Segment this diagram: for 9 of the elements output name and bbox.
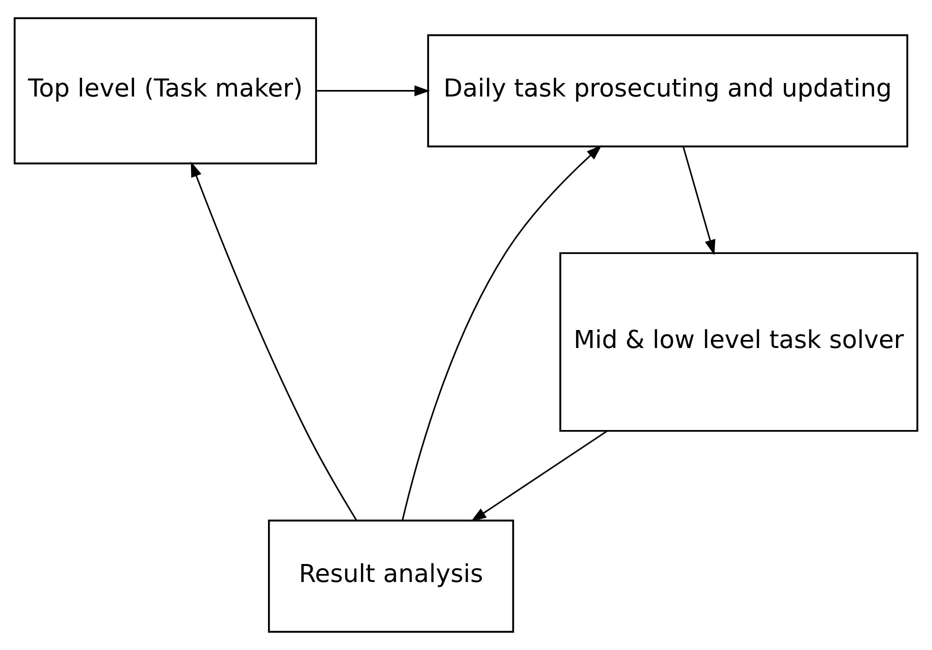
arrow [470,430,608,522]
node-box: Mid & low level task solver [559,252,918,432]
node-box: Top level (Task maker) [14,17,317,164]
arrow [316,85,430,96]
node-box: Daily task prosecuting and updating [427,34,908,148]
node-box: Result analysis [268,520,514,633]
arrow [402,145,602,520]
arrow [190,162,358,521]
arrow [682,146,716,256]
